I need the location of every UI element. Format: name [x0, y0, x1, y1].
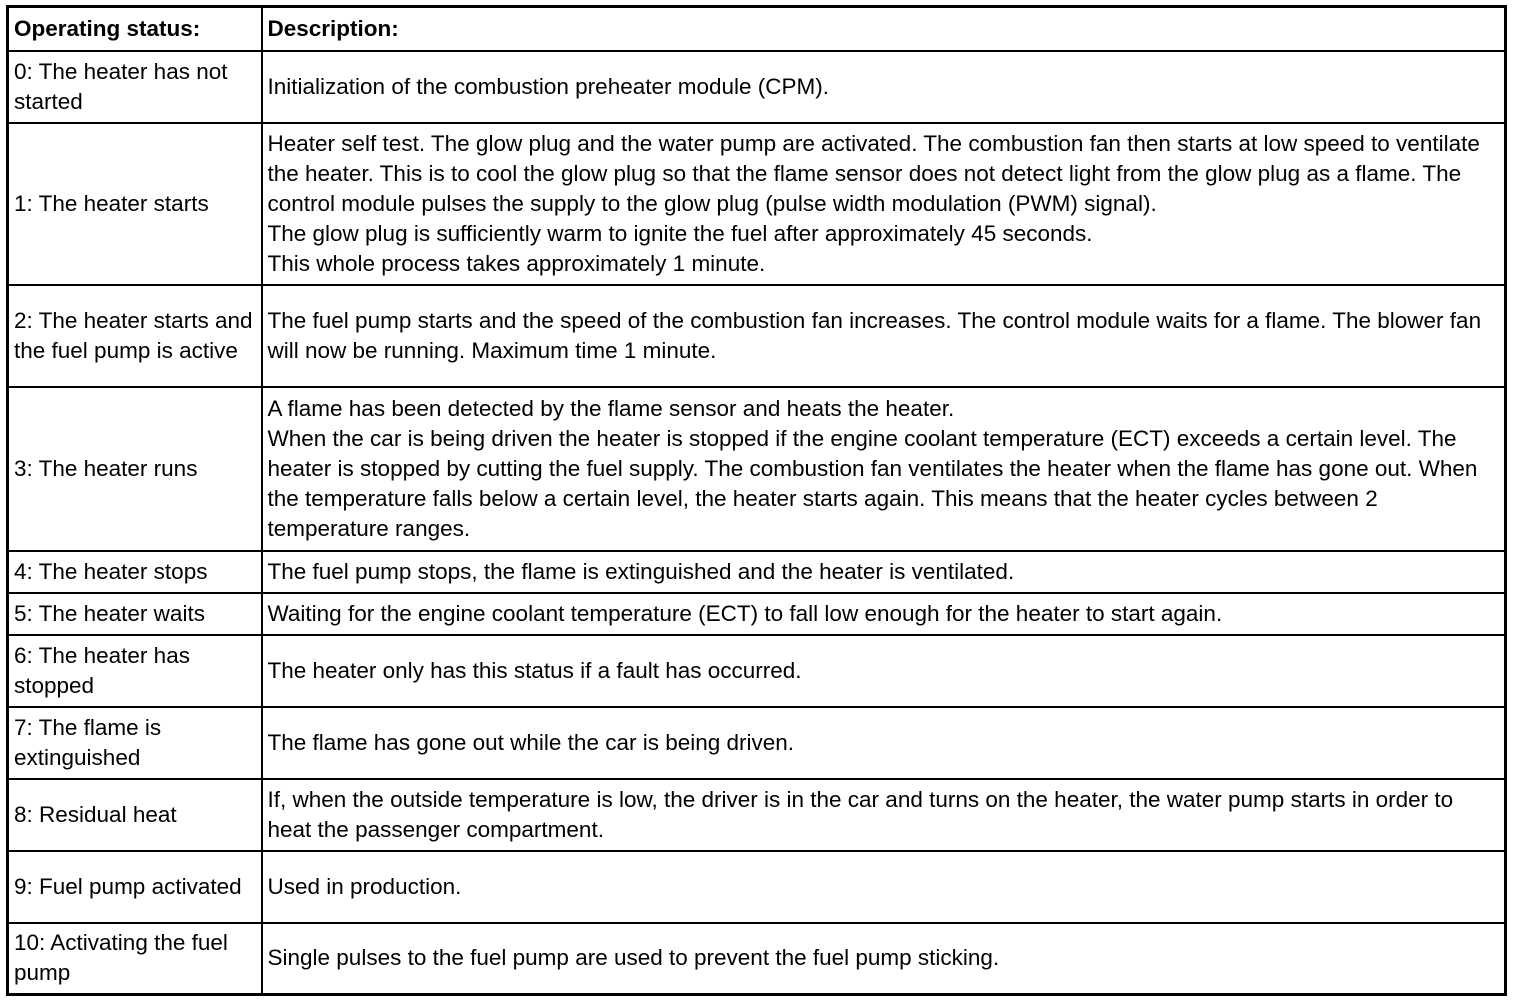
status-cell: 9: Fuel pump activated: [6, 849, 263, 924]
table-row: 1: The heater starts Heater self test. T…: [6, 121, 1507, 286]
table-row: 4: The heater stops The fuel pump stops,…: [6, 549, 1507, 594]
header-description: Description:: [260, 5, 1507, 52]
description-cell: The flame has gone out while the car is …: [260, 705, 1507, 780]
description-cell: Used in production.: [260, 849, 1507, 924]
table-row: 2: The heater starts and the fuel pump i…: [6, 283, 1507, 388]
table-row: 3: The heater runs A flame has been dete…: [6, 385, 1507, 552]
table-row: 8: Residual heat If, when the outside te…: [6, 777, 1507, 852]
description-cell: Single pulses to the fuel pump are used …: [260, 921, 1507, 996]
status-cell: 3: The heater runs: [6, 385, 263, 552]
status-cell: 1: The heater starts: [6, 121, 263, 286]
table-header-row: Operating status: Description:: [6, 5, 1507, 52]
status-cell: 7: The flame is extinguished: [6, 705, 263, 780]
description-cell: Waiting for the engine coolant temperatu…: [260, 591, 1507, 636]
table-row: 6: The heater has stopped The heater onl…: [6, 633, 1507, 708]
status-cell: 6: The heater has stopped: [6, 633, 263, 708]
description-cell: Heater self test. The glow plug and the …: [260, 121, 1507, 286]
status-cell: 4: The heater stops: [6, 549, 263, 594]
table-row: 9: Fuel pump activated Used in productio…: [6, 849, 1507, 924]
status-cell: 0: The heater has not started: [6, 49, 263, 124]
description-cell: The fuel pump starts and the speed of th…: [260, 283, 1507, 388]
status-cell: 8: Residual heat: [6, 777, 263, 852]
description-cell: Initialization of the combustion preheat…: [260, 49, 1507, 124]
table-row: 5: The heater waits Waiting for the engi…: [6, 591, 1507, 636]
header-operating-status: Operating status:: [6, 5, 263, 52]
description-cell: If, when the outside temperature is low,…: [260, 777, 1507, 852]
status-cell: 5: The heater waits: [6, 591, 263, 636]
operating-status-table: Operating status: Description: 0: The he…: [6, 5, 1507, 996]
description-cell: A flame has been detected by the flame s…: [260, 385, 1507, 552]
status-cell: 10: Activating the fuel pump: [6, 921, 263, 996]
table-row: 0: The heater has not started Initializa…: [6, 49, 1507, 124]
table-row: 10: Activating the fuel pump Single puls…: [6, 921, 1507, 996]
description-cell: The fuel pump stops, the flame is exting…: [260, 549, 1507, 594]
status-cell: 2: The heater starts and the fuel pump i…: [6, 283, 263, 388]
table-row: 7: The flame is extinguished The flame h…: [6, 705, 1507, 780]
description-cell: The heater only has this status if a fau…: [260, 633, 1507, 708]
